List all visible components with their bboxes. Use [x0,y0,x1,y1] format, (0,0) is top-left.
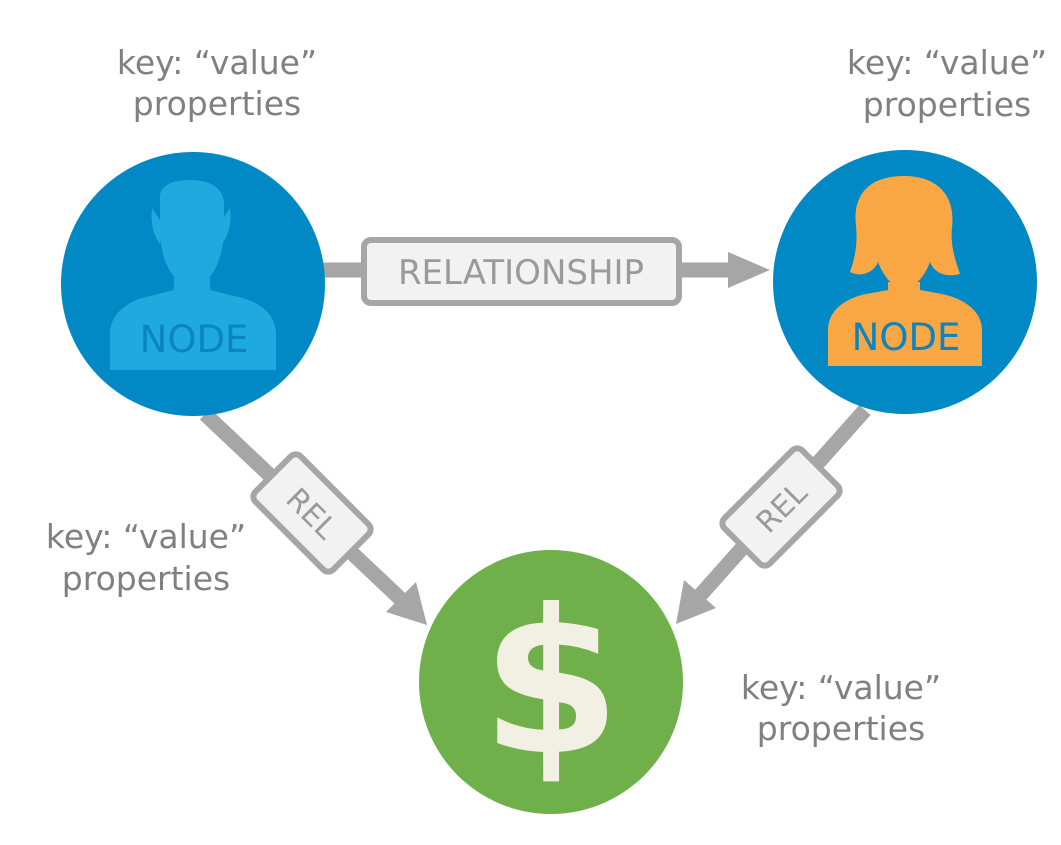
property-caption: properties [863,85,1031,124]
property-key-value: key: “value” [117,43,317,82]
properties-label-money: key: “value” properties [741,668,941,748]
male-person-icon [110,180,276,370]
properties-label-male: key: “value” properties [117,43,317,123]
property-caption: properties [62,559,230,598]
relationship-arrowhead-top [728,252,770,288]
property-caption: properties [757,709,925,748]
rel-arrowhead-right [676,580,716,624]
node-label-male: NODE [140,318,249,361]
property-key-value: key: “value” [741,668,941,707]
rel-badge-left: REL [250,451,374,575]
rel-arrowhead-left [386,582,427,625]
rel-badge-right: REL [719,445,843,569]
node-person-male: NODE [61,152,325,416]
property-key-value: key: “value” [46,517,246,556]
dollar-sign-icon: $ [481,567,620,800]
node-label-female: NODE [852,316,961,359]
node-person-female: NODE [773,150,1037,414]
relationship-badge: RELATIONSHIP [361,237,682,306]
properties-label-rel-left: key: “value” properties [46,517,246,598]
female-person-icon [828,176,982,366]
node-money: $ [419,550,683,814]
property-caption: properties [133,84,301,123]
properties-label-female: key: “value” properties [847,43,1047,124]
property-key-value: key: “value” [847,43,1047,82]
relationship-label: RELATIONSHIP [398,253,644,293]
